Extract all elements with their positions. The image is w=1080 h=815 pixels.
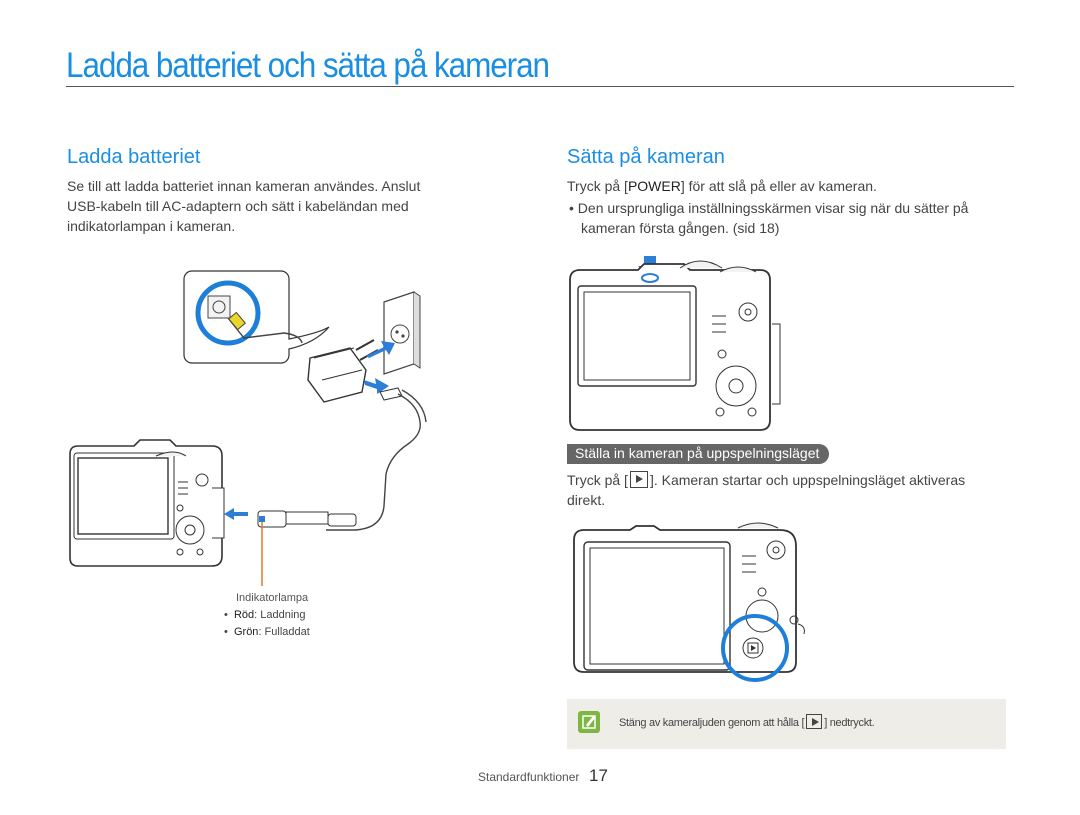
footer-section-label: Standardfunktioner — [478, 770, 580, 784]
power-instructions: Tryck på [POWER] för att slå på eller av… — [567, 176, 1007, 238]
note-box: Stäng av kameraljuden genom att hålla []… — [567, 699, 1006, 749]
note-pre-text: Stäng av kameraljuden genom att hålla [ — [619, 717, 805, 729]
playback-key-icon — [629, 471, 648, 488]
usb-cable — [257, 387, 427, 531]
page-number: 17 — [589, 766, 608, 785]
play-post-text: ]. Kameran startar och uppspelningsläget… — [649, 472, 966, 488]
playback-button-icon — [751, 645, 756, 651]
power-key-label: POWER — [627, 178, 681, 194]
playback-subheading: Ställa in kameran på uppspelningsläget — [567, 444, 830, 464]
ac-adapter — [307, 339, 379, 403]
camera-back-playback-illustration — [573, 522, 805, 682]
indicator-green-label: Grön — [233, 626, 259, 638]
indicator-lamp-label: Indikatorlampa — [236, 592, 309, 604]
highlight-ring — [721, 614, 789, 682]
bullet-line-1: Den ursprungliga inställningsskärmen vis… — [577, 200, 969, 216]
section-heading-charge: Ladda batteriet — [67, 146, 201, 168]
wall-outlet — [383, 291, 421, 375]
title-divider — [66, 86, 1014, 87]
charging-illustration — [69, 270, 427, 586]
charge-instructions: Se till att ladda batteriet innan kamera… — [67, 176, 467, 236]
bullet-line-2: kameran första gången. (sid 18) — [581, 220, 780, 236]
power-post-text: ] för att slå på eller av kameran. — [680, 178, 877, 194]
indicator-green-text: : Fulladdat — [258, 626, 310, 638]
play-line-2: direkt. — [567, 492, 606, 508]
note-text: Stäng av kameraljuden genom att hålla []… — [619, 714, 875, 729]
charge-line-1: Se till att ladda batteriet innan kamera… — [67, 178, 421, 194]
indicator-red-text: : Laddning — [254, 609, 306, 621]
indicator-lamp — [259, 516, 265, 522]
note-post-text: ] nedtryckt. — [824, 717, 875, 729]
bullet-initial-setup: • Den ursprungliga inställningsskärmen v… — [569, 200, 969, 236]
playback-instructions: Tryck på [ ]. Kameran startar och uppspel… — [567, 470, 1007, 510]
camera-top-power-illustration — [569, 256, 781, 431]
charge-line-3: indikatorlampan i kameran. — [67, 218, 236, 234]
page-title: Ladda batteriet och sätta på kameran — [66, 46, 550, 85]
indicator-item-red: • Röd: Laddning — [224, 609, 306, 621]
power-pre-text: Tryck på [ — [567, 178, 628, 194]
section-heading-power-on: Sätta på kameran — [567, 146, 725, 168]
camera-charging — [69, 439, 225, 567]
indicator-red-label: Röd — [233, 609, 255, 621]
plug-in-arrow-icon — [366, 341, 395, 358]
play-pre-text: Tryck på [ — [567, 472, 628, 488]
note-playback-key-icon — [806, 714, 823, 729]
note-pencil-icon — [578, 711, 600, 733]
power-line: Tryck på [POWER] för att slå på eller av… — [567, 176, 1007, 196]
wall-socket-callout — [183, 270, 330, 364]
indicator-item-green: • Grön: Fulladdat — [224, 626, 310, 638]
connect-usb-arrow-icon — [364, 378, 389, 394]
insert-cable-arrow-icon — [224, 508, 248, 520]
charge-line-2: USB-kabeln till AC-adaptern och sätt i k… — [67, 198, 409, 214]
